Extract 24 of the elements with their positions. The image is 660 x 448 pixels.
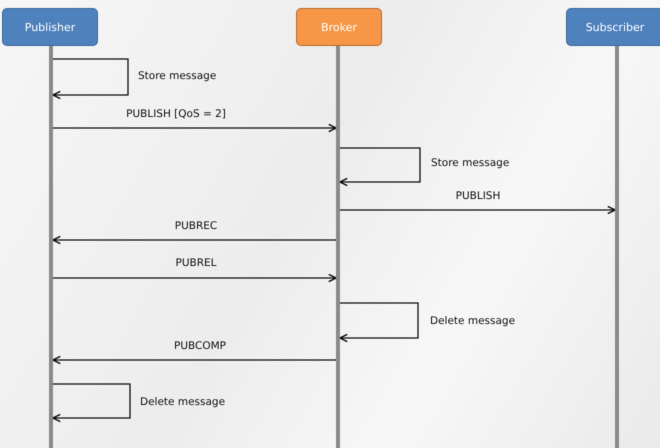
lifeline [336,46,340,448]
edge-label: PUBCOMP [174,340,226,352]
edge-label: Delete message [140,396,226,408]
participant-box: Publisher [2,8,98,46]
message-arrow [52,236,336,244]
edge-label: Delete message [430,315,516,327]
edge-label: PUBREC [174,220,218,232]
self-message-arrow [339,147,421,186]
edge-label: PUBREL [176,257,216,269]
self-message-arrow [52,383,131,422]
message-arrow [53,124,337,132]
self-message-arrow [52,58,129,100]
participant-box: Subscriber [566,8,660,46]
edge-label: PUBLISH [456,190,500,202]
self-message-arrow [339,302,419,342]
lifeline [615,46,619,448]
edge-label: Store message [431,157,510,169]
edge-label: PUBLISH [QoS = 2] [126,108,226,120]
message-arrow [52,356,336,364]
participant-box: Broker [296,8,382,46]
message-arrow [53,274,337,282]
lifeline [49,46,53,448]
message-arrow [340,206,616,214]
edge-label: Store message [138,70,216,82]
